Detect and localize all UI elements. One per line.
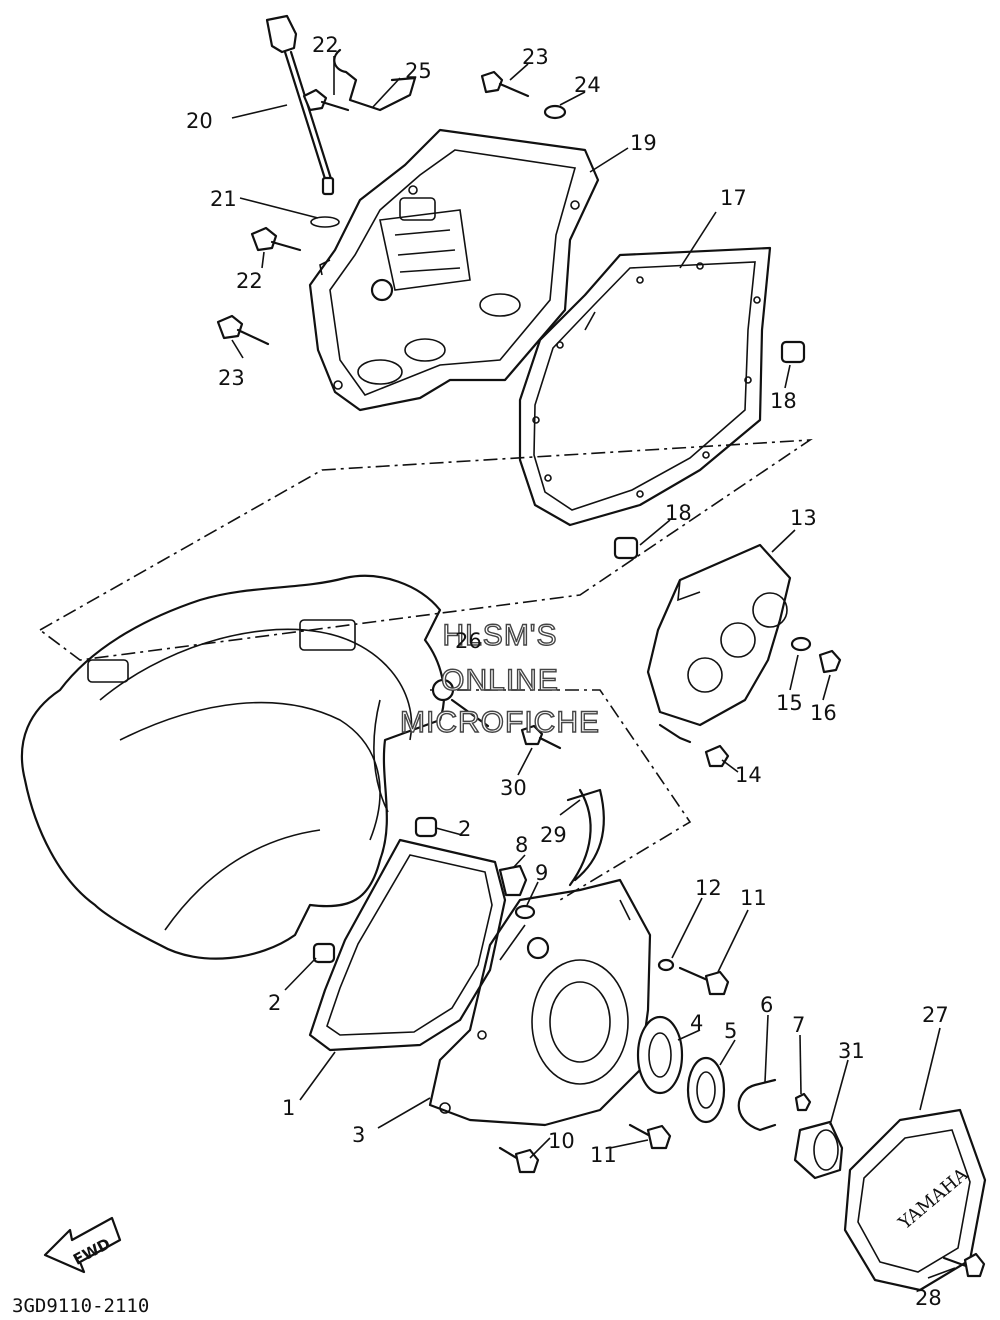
callout-25: 25 [405,59,432,83]
callout-22-top: 22 [312,33,339,57]
callout-8: 8 [515,833,528,857]
callout-numbers: 20 22 25 23 24 19 21 22 23 17 18 18 13 1… [186,33,949,1310]
watermark-line-2: ONLINE [441,664,559,697]
crankcase-cover [428,878,652,1127]
leader-lines [231,56,956,1279]
callout-18-bottom: 18 [665,501,692,525]
callout-21: 21 [210,187,237,211]
cover-13 [646,543,842,768]
callout-3: 3 [352,1123,365,1147]
brand-label: YAMAHA [894,1163,973,1234]
callout-30: 30 [500,776,527,800]
callout-27: 27 [922,1003,949,1027]
callout-23-mid: 23 [218,366,245,390]
bracket-29 [431,678,605,887]
callout-22-mid: 22 [236,269,263,293]
watermark-line-1: HLSM'S [442,619,557,652]
oil-dipstick [265,14,340,228]
lower-bolts [498,958,730,1174]
callout-28: 28 [915,1286,942,1310]
cover-27: YAMAHA [793,1108,987,1292]
callout-17: 17 [720,186,747,210]
callout-14: 14 [735,763,762,787]
callout-23-top: 23 [522,45,549,69]
callout-7: 7 [792,1013,805,1037]
callout-2-bottom: 2 [268,991,281,1015]
callout-31: 31 [838,1039,865,1063]
dowel-pins [613,340,806,560]
watermark: HLSM'S ONLINE MICROFICHE [399,618,600,739]
callout-9: 9 [535,861,548,885]
callout-15: 15 [776,691,803,715]
callout-4: 4 [690,1011,703,1035]
callout-1: 1 [282,1096,295,1120]
fwd-arrow-icon: FWD [43,1216,122,1274]
callout-20: 20 [186,109,213,133]
callout-11-top: 11 [740,886,767,910]
seals-and-clips [636,1015,812,1132]
callout-24: 24 [574,73,601,97]
callout-10: 10 [548,1129,575,1153]
clutch-cover-gasket [518,246,772,527]
callout-19: 19 [630,131,657,155]
dowels-and-plugs [312,816,536,964]
callout-2-top: 2 [458,817,471,841]
callout-13: 13 [790,506,817,530]
callout-5: 5 [724,1019,737,1043]
callout-12: 12 [695,876,722,900]
callout-11-bottom: 11 [590,1143,617,1167]
top-bolts [216,48,567,346]
assembly-lines [38,439,813,901]
clutch-cover [308,128,600,412]
callout-16: 16 [810,701,837,725]
callout-18-top: 18 [770,389,797,413]
callout-29: 29 [540,823,567,847]
callout-6: 6 [760,993,773,1017]
callout-26: 26 [455,629,482,653]
crankcase-outline [20,574,446,960]
diagram-code: 3GD9110-2110 [12,1295,149,1317]
watermark-line-3: MICROFICHE [400,706,600,739]
cover-gasket-1 [308,838,507,1052]
